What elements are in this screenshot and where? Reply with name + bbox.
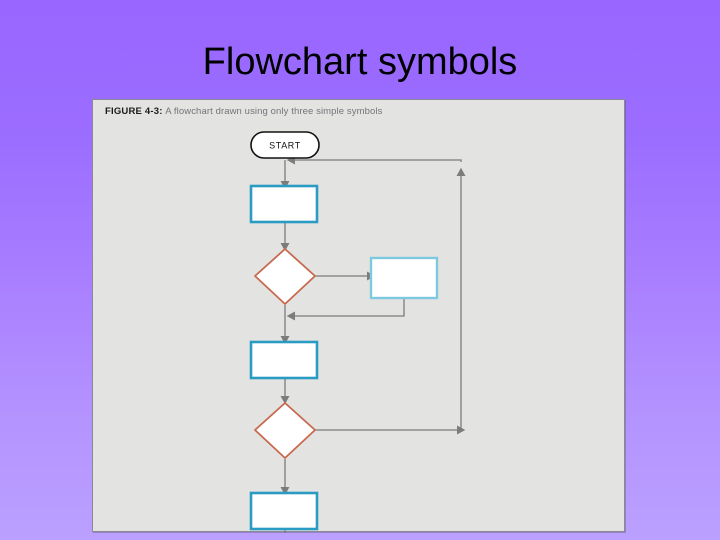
node-process2[interactable] <box>369 256 439 300</box>
figure-caption-text: A flowchart drawn using only three simpl… <box>165 106 383 117</box>
start-terminator-shape <box>250 131 320 159</box>
figure-caption: FIGURE 4-3: A flowchart drawn using only… <box>105 106 382 117</box>
process4-shape <box>249 491 319 531</box>
process2-shape <box>369 256 439 300</box>
connector-layer <box>280 155 466 533</box>
node-start[interactable]: START <box>250 131 320 159</box>
decision1-shape <box>254 248 316 305</box>
node-process4[interactable] <box>249 491 319 531</box>
edge-loopback-return <box>286 155 462 165</box>
process3-shape <box>249 340 319 380</box>
node-process3[interactable] <box>249 340 319 380</box>
figure-caption-label: FIGURE 4-3: <box>105 106 163 117</box>
flowchart-diagram: START <box>249 131 466 533</box>
node-decision2[interactable] <box>254 402 316 459</box>
start-label: START <box>269 141 301 151</box>
node-decision1[interactable] <box>254 248 316 305</box>
node-process1[interactable] <box>249 184 319 224</box>
process1-shape <box>249 184 319 224</box>
page-title: Flowchart symbols <box>202 41 518 83</box>
figure-panel: FIGURE 4-3: A flowchart drawn using only… <box>92 99 625 533</box>
node-layer: START <box>249 131 439 531</box>
edge-process2-merge <box>286 299 405 321</box>
decision2-shape <box>254 402 316 459</box>
